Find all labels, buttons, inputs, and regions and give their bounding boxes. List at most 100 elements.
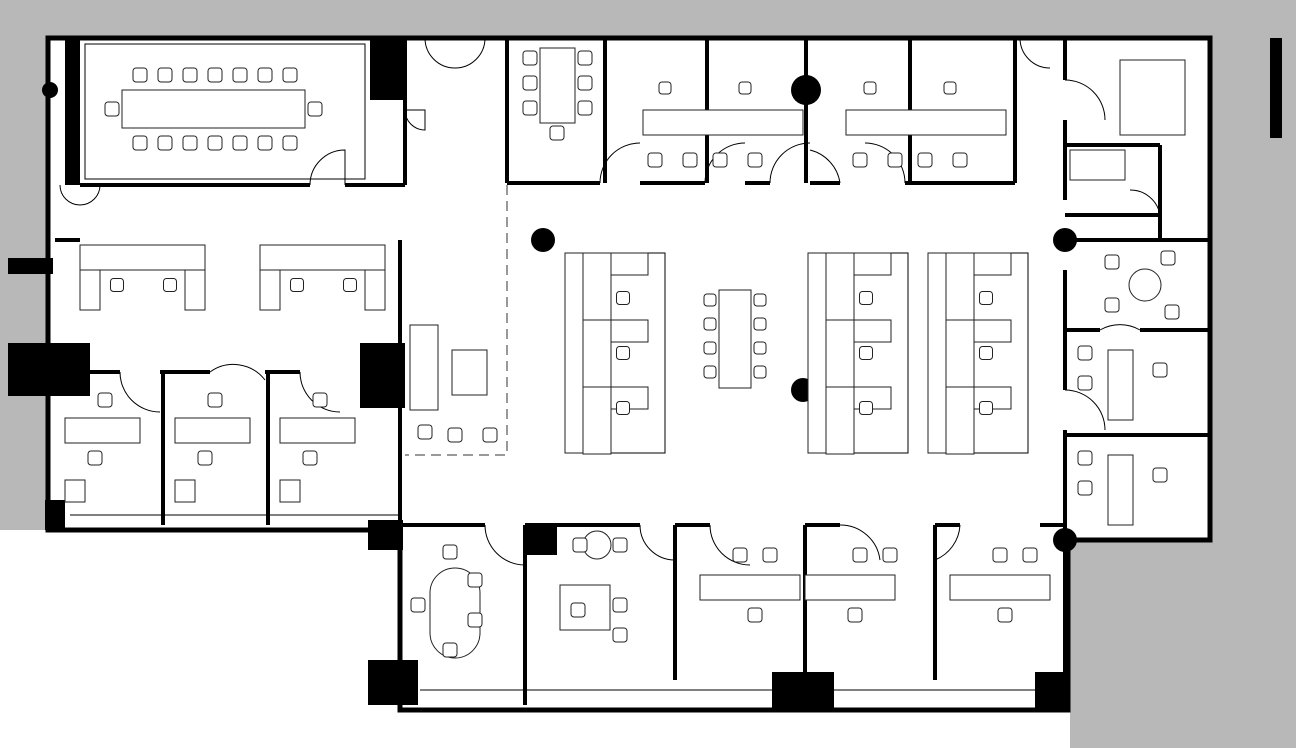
desk <box>949 574 1051 601</box>
chair <box>1077 480 1093 496</box>
desk <box>853 252 892 276</box>
chair <box>917 152 933 168</box>
lounge-sofa <box>409 324 439 411</box>
desk <box>364 269 386 311</box>
side-table <box>279 479 301 503</box>
chair <box>282 67 298 83</box>
chair <box>703 365 717 379</box>
chair <box>1160 250 1176 266</box>
chair <box>979 401 993 415</box>
desk <box>64 417 141 444</box>
copy-area <box>1069 149 1126 181</box>
chair <box>577 50 593 66</box>
desk <box>582 319 612 388</box>
chair <box>747 152 763 168</box>
chair <box>1152 467 1168 483</box>
chair <box>753 317 767 331</box>
desk <box>184 269 206 311</box>
chair <box>182 135 198 151</box>
chair <box>410 597 426 613</box>
chair <box>647 152 663 168</box>
desk <box>973 252 1012 276</box>
chair <box>343 278 357 292</box>
chair <box>703 293 717 307</box>
chair <box>703 317 717 331</box>
chair <box>157 67 173 83</box>
desk <box>79 269 101 311</box>
chair <box>1077 345 1093 361</box>
chair <box>257 135 273 151</box>
building-interior <box>45 35 1213 713</box>
desk <box>79 244 206 271</box>
small-meeting-table <box>539 47 576 124</box>
desk <box>259 269 281 311</box>
chair <box>992 547 1008 563</box>
chair <box>859 291 873 305</box>
chair <box>762 547 778 563</box>
desk <box>610 252 649 276</box>
chair <box>232 67 248 83</box>
chair <box>110 278 124 292</box>
chair <box>1104 297 1120 313</box>
center-table <box>718 289 752 389</box>
chair <box>549 125 565 141</box>
chair <box>979 291 993 305</box>
chair <box>1152 362 1168 378</box>
chair <box>577 75 593 91</box>
chair <box>616 346 630 360</box>
chair <box>570 602 586 618</box>
chair <box>732 547 748 563</box>
chair <box>847 607 863 623</box>
side-table <box>64 479 86 503</box>
chair <box>467 572 483 588</box>
desk <box>174 417 251 444</box>
workstation-panel <box>564 252 584 454</box>
chair <box>703 341 717 355</box>
exterior-white-bottom <box>400 710 1070 748</box>
chair <box>232 135 248 151</box>
chair <box>467 612 483 628</box>
chair <box>979 346 993 360</box>
chair <box>887 152 903 168</box>
desk <box>279 417 356 444</box>
chair <box>417 424 433 440</box>
chair <box>157 135 173 151</box>
chair <box>612 597 628 613</box>
lounge-round-table <box>1128 268 1162 302</box>
desk <box>259 244 386 271</box>
chair <box>197 450 213 466</box>
chair <box>753 365 767 379</box>
desk <box>845 109 1007 136</box>
chair <box>577 100 593 116</box>
chair <box>522 50 538 66</box>
chair <box>682 152 698 168</box>
desk <box>610 319 649 343</box>
chair <box>442 544 458 560</box>
chair <box>616 401 630 415</box>
chair <box>572 537 588 553</box>
chair <box>207 67 223 83</box>
chair <box>1104 254 1120 270</box>
desk <box>973 319 1012 343</box>
desk <box>1107 454 1134 526</box>
desk <box>582 252 612 321</box>
chair <box>522 75 538 91</box>
chair <box>612 537 628 553</box>
desk <box>804 574 896 601</box>
chair <box>307 101 323 117</box>
chair <box>482 427 498 443</box>
workstation-panel <box>807 252 827 454</box>
chair <box>132 135 148 151</box>
chair <box>182 67 198 83</box>
chair <box>863 81 877 95</box>
chair <box>207 392 223 408</box>
chair <box>712 152 728 168</box>
chair <box>282 135 298 151</box>
furniture <box>64 47 1186 691</box>
open-office-boundary <box>405 185 508 456</box>
workstation-panel <box>927 252 947 454</box>
desk <box>825 386 855 455</box>
desk <box>945 386 975 455</box>
chair <box>852 152 868 168</box>
